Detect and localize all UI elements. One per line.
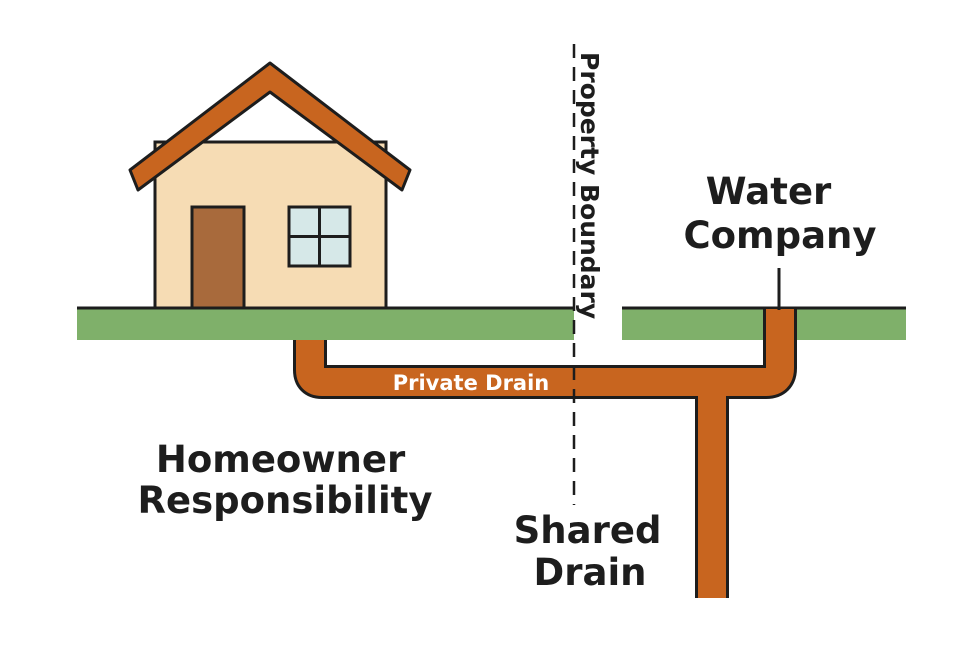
water-company-label: Water Company [683,170,876,257]
homeowner-responsibility-label: Homeowner Responsibility [138,438,433,522]
ground-left [77,306,574,340]
private-drain-pipe [296,309,794,396]
house-door [190,205,246,310]
house [128,61,412,310]
house-roof [128,61,412,192]
house-window [287,205,352,268]
property-boundary-label: Property Boundary [575,52,604,319]
shared-drain-label: Shared Drain [514,509,675,594]
private-drain-label: Private Drain [393,371,550,395]
drain-pipes [293,309,797,598]
